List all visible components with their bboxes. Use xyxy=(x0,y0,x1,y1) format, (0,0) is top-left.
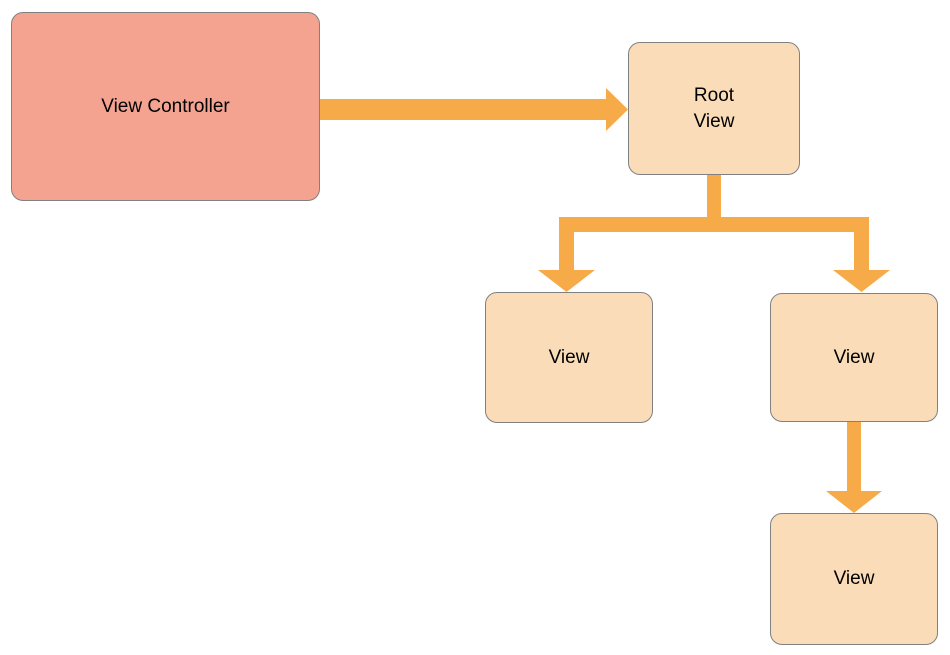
node-view-bottom[interactable]: View xyxy=(770,513,938,645)
node-view-right[interactable]: View xyxy=(770,293,938,422)
node-view-controller-label: View Controller xyxy=(101,95,230,117)
arrow-view-right-to-view-bottom xyxy=(826,422,882,513)
arrow-root-to-view-right xyxy=(721,217,890,292)
node-view-left-label: View xyxy=(548,346,590,368)
node-view-right-label: View xyxy=(833,346,875,368)
node-view-left[interactable]: View xyxy=(485,292,653,423)
node-view-controller[interactable]: View Controller xyxy=(11,12,320,201)
node-root-view[interactable]: Root View xyxy=(628,42,800,175)
node-root-view-label: Root View xyxy=(693,84,735,132)
arrow-root-to-view-left xyxy=(538,175,721,292)
node-view-bottom-label: View xyxy=(833,568,875,590)
arrow-controller-to-root xyxy=(320,88,628,131)
